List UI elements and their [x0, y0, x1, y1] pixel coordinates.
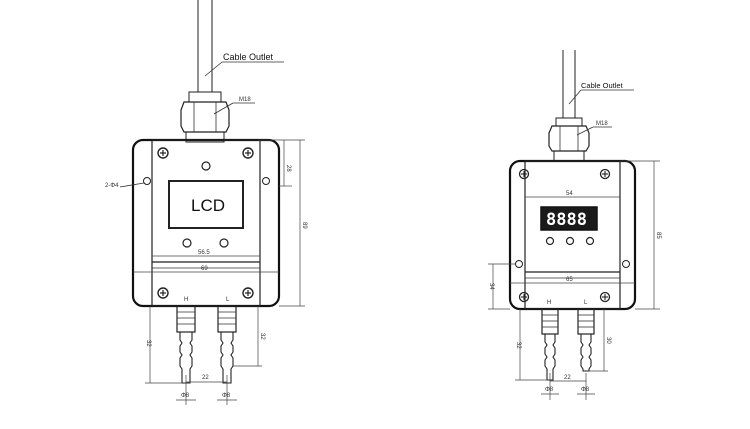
- left-cable-leader: [204, 61, 223, 77]
- left-lcd-label: LCD: [191, 196, 225, 215]
- right-port-dia-left: Φ8: [545, 387, 554, 393]
- right-led-display: [540, 206, 598, 231]
- right-port-H-label: H: [547, 300, 551, 306]
- right-transmitter: Cable Outlet M18 54 8888: [488, 50, 661, 400]
- left-screw-tr: [242, 147, 254, 159]
- left-port-L: [217, 305, 237, 384]
- right-port-length-left: 32: [515, 342, 521, 349]
- left-top-indicator: [201, 161, 211, 171]
- right-screw-tr: [599, 168, 611, 180]
- right-screw-bl: [518, 291, 530, 303]
- left-cable-gland: [180, 91, 230, 143]
- right-button-1: [545, 236, 555, 246]
- right-cable: [562, 50, 576, 118]
- right-gland-label: M18: [596, 121, 608, 127]
- right-button-3: [585, 236, 595, 246]
- left-screw-br: [242, 287, 254, 299]
- left-port-L-label: L: [226, 297, 230, 303]
- right-port-H: [541, 308, 559, 381]
- left-mount-hole-label: 2-Φ4: [105, 183, 119, 189]
- left-total-height: 89: [301, 222, 307, 229]
- left-port-spacing: 22: [202, 375, 209, 381]
- left-port-length-right: 32: [259, 333, 265, 340]
- right-port-L-label: L: [584, 300, 588, 306]
- left-button-2: [219, 238, 229, 248]
- left-port-H: [176, 305, 196, 384]
- left-port-H-label: H: [184, 297, 188, 303]
- right-cable-label: Cable Outlet: [581, 81, 624, 90]
- left-mount-hole-left: [143, 177, 151, 185]
- left-port-dia-right: Φ8: [222, 393, 231, 399]
- right-cable-gland: [548, 117, 590, 162]
- right-mount-hole-right: [622, 260, 630, 268]
- right-total-height: 85: [655, 232, 661, 239]
- left-lcd-window: [168, 180, 244, 229]
- right-led-digits: 8888: [546, 210, 587, 230]
- left-mount-hole-right: [262, 177, 270, 185]
- right-screw-tl: [518, 168, 530, 180]
- left-outer-width: 69: [201, 266, 208, 272]
- left-transmitter: Cable Outlet M18 2-Φ4: [105, 0, 307, 405]
- left-gland-label: M18: [239, 97, 251, 103]
- left-port-dia-left: Φ8: [181, 393, 190, 399]
- left-button-1: [182, 238, 192, 248]
- right-port-dia-right: Φ8: [581, 387, 590, 393]
- left-top-height: 28: [285, 165, 291, 172]
- right-enclosure: [508, 159, 637, 311]
- right-outer-width: 65: [566, 277, 573, 283]
- left-screw-tl: [157, 147, 169, 159]
- right-side-height: 34: [488, 283, 494, 290]
- left-inner-width: 56.5: [198, 250, 210, 256]
- right-button-2: [565, 236, 575, 246]
- right-port-length-right: 30: [605, 337, 611, 344]
- left-cable-label: Cable Outlet: [223, 52, 274, 62]
- right-inner-width: 54: [566, 191, 573, 197]
- right-port-spacing: 22: [564, 375, 571, 381]
- right-mount-hole-left: [515, 260, 523, 268]
- left-cable: [197, 0, 213, 92]
- left-port-length-left: 32: [145, 340, 151, 347]
- left-screw-bl: [157, 287, 169, 299]
- right-port-L: [577, 308, 595, 372]
- left-enclosure: [131, 138, 281, 308]
- right-screw-br: [599, 291, 611, 303]
